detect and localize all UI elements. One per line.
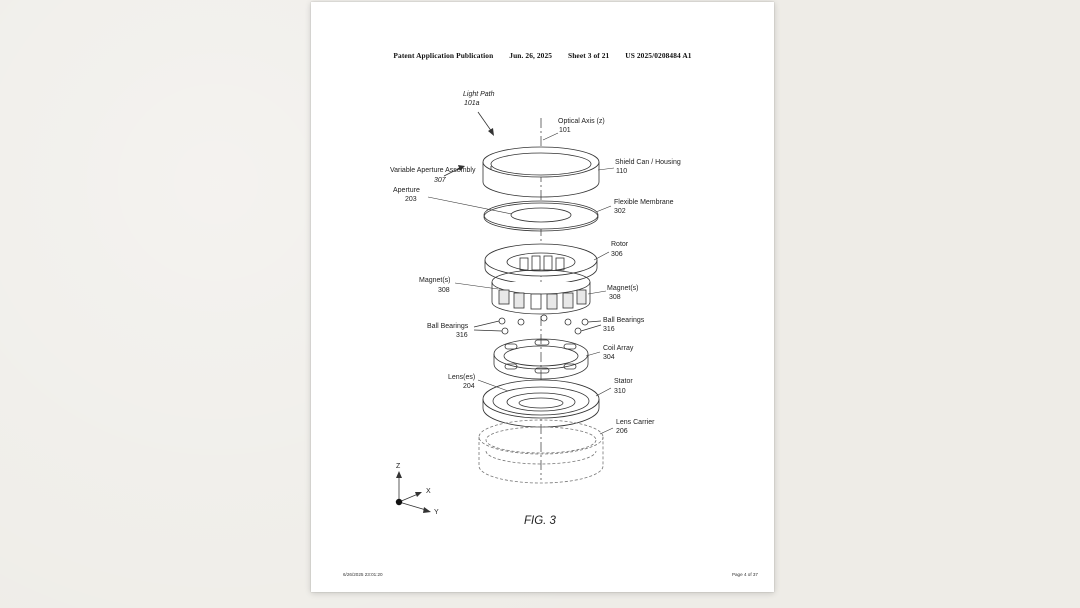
magnet xyxy=(562,292,574,309)
ball-bearings-left-label: Ball Bearings xyxy=(427,323,469,330)
lens-carrier xyxy=(478,419,604,484)
footer-timestamp: 6/26/2025 23:01:20 xyxy=(343,572,383,577)
shield-can-ref: 110 xyxy=(616,168,627,175)
magnet xyxy=(498,289,510,305)
stator xyxy=(482,379,600,428)
rotor xyxy=(484,243,598,285)
sheet-number: Sheet 3 of 21 xyxy=(568,51,610,60)
magnet-ring xyxy=(491,269,591,315)
publication-type: Patent Application Publication xyxy=(393,51,494,60)
magnets-left-ref: 308 xyxy=(438,287,450,294)
light-path-arrow xyxy=(477,111,494,136)
variable-aperture-arrow xyxy=(443,165,465,177)
flexible-membrane-label: Flexible Membrane xyxy=(614,199,674,206)
light-path-label: Light Path xyxy=(463,91,495,98)
ball-bearings-right-label: Ball Bearings xyxy=(603,317,645,324)
lenses-ref: 204 xyxy=(463,383,475,390)
coil-array xyxy=(493,338,589,380)
aperture-label: Aperture xyxy=(393,187,420,194)
flexible-membrane xyxy=(483,200,599,232)
page-header: Patent Application Publication Jun. 26, … xyxy=(311,51,774,60)
lens-carrier-ref: 206 xyxy=(616,428,628,435)
stator-ref: 310 xyxy=(614,388,626,395)
ball-bearings-right-ref: 316 xyxy=(603,326,615,333)
ball-bearings-left-ref: 316 xyxy=(456,332,468,339)
rotor-label: Rotor xyxy=(611,241,629,248)
magnet xyxy=(576,289,587,305)
publication-number: US 2025/0208484 A1 xyxy=(625,51,692,60)
magnet xyxy=(513,292,525,309)
magnets-right-ref: 308 xyxy=(609,294,621,301)
ball-bearings xyxy=(473,314,602,335)
coil-array-ref: 304 xyxy=(603,354,615,361)
rotor-ref: 306 xyxy=(611,251,623,258)
magnet xyxy=(546,293,558,310)
leader-lines xyxy=(427,132,615,435)
aperture-ref: 203 xyxy=(405,196,417,203)
optical-axis-label: Optical Axis (z) xyxy=(558,118,605,125)
variable-aperture-label: Variable Aperture Assembly xyxy=(390,167,476,174)
shield-can-housing xyxy=(482,146,600,198)
light-path-ref: 101a xyxy=(464,100,480,107)
variable-aperture-ref: 307 xyxy=(434,177,447,184)
footer-page-number: Page 4 of 37 xyxy=(731,572,758,577)
axis-z-label: Z xyxy=(396,463,401,470)
axis-x-label: X xyxy=(426,488,431,495)
flexible-membrane-ref: 302 xyxy=(614,208,626,215)
figure-caption: FIG. 3 xyxy=(524,515,557,527)
coil-array-label: Coil Array xyxy=(603,345,634,352)
lenses-label: Lens(es) xyxy=(448,374,475,381)
coordinate-axes xyxy=(395,471,431,513)
magnets-right-label: Magnet(s) xyxy=(607,285,639,292)
publication-date: Jun. 26, 2025 xyxy=(509,51,553,60)
axis-y-label: Y xyxy=(434,509,439,516)
stator-label: Stator xyxy=(614,378,633,385)
magnet xyxy=(530,293,542,310)
magnets-left-label: Magnet(s) xyxy=(419,277,451,284)
optical-axis-ref: 101 xyxy=(559,127,571,134)
shield-can-label: Shield Can / Housing xyxy=(615,159,681,166)
patent-page: Patent Application Publication Jun. 26, … xyxy=(311,2,774,592)
exploded-view-drawing: Light Path 101a Optical Axis (z) 101 Var… xyxy=(390,91,681,527)
lens-carrier-label: Lens Carrier xyxy=(616,419,655,426)
